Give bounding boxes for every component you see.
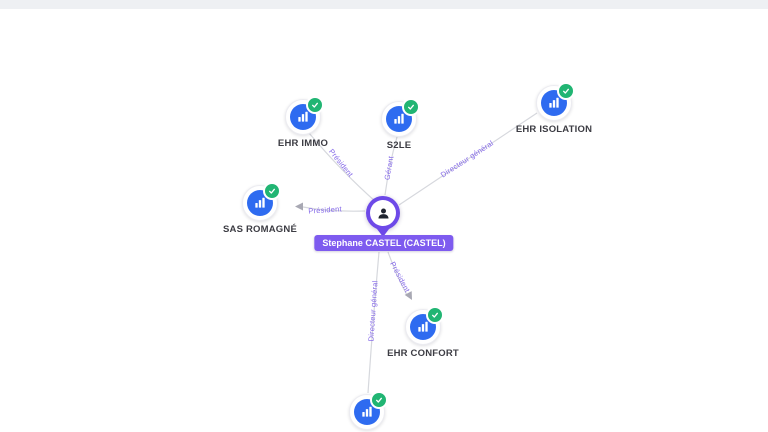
- company-icon[interactable]: [285, 96, 324, 135]
- edge-line-ehr-immo: [308, 132, 377, 203]
- company-label: EHR IMMO: [277, 138, 329, 149]
- edge-line-sas-romagne: [302, 206, 366, 212]
- verified-check-icon: [402, 98, 420, 116]
- verified-check-icon: [306, 96, 324, 114]
- company-icon[interactable]: [349, 391, 388, 430]
- arrowhead-icon: [295, 202, 303, 211]
- edge-line-bottom-company: [367, 251, 380, 394]
- person-marker[interactable]: [366, 196, 400, 237]
- person-icon: [370, 200, 396, 226]
- company-label: EHR CONFORT: [387, 348, 459, 359]
- verified-check-icon: [557, 82, 575, 100]
- company-icon[interactable]: [381, 98, 420, 137]
- edge-line-ehr-confort: [387, 251, 408, 296]
- edge-line-s2le: [384, 136, 398, 196]
- company-icon[interactable]: [242, 182, 281, 221]
- verified-check-icon: [263, 182, 281, 200]
- edge-line-ehr-isolation: [398, 112, 538, 206]
- company-label: S2LE: [386, 140, 412, 151]
- person-badge[interactable]: Stephane CASTEL (CASTEL): [314, 235, 454, 251]
- company-label: SAS ROMAGNÉ: [223, 224, 297, 235]
- verified-check-icon: [426, 306, 444, 324]
- marker-tail: [377, 229, 389, 237]
- page-top-strip: [0, 0, 768, 9]
- company-label: EHR ISOLATION: [515, 124, 593, 135]
- company-icon[interactable]: [405, 306, 444, 345]
- verified-check-icon: [370, 391, 388, 409]
- company-icon[interactable]: [536, 82, 575, 121]
- arrowhead-icon: [404, 291, 412, 300]
